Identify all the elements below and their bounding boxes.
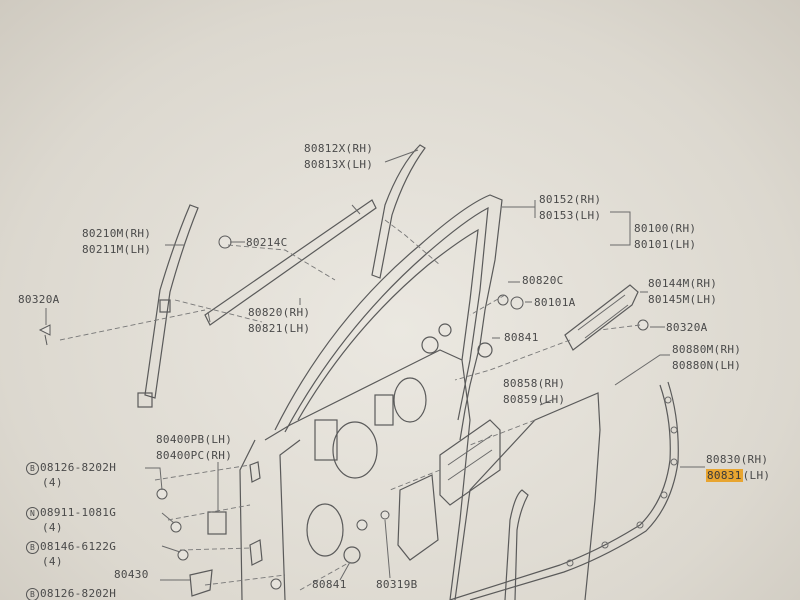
check-link-80430	[189, 569, 213, 597]
plug-80841	[343, 546, 361, 564]
label-80830: 80830(RH)	[706, 453, 769, 466]
label-80831-suffix: (LH)	[742, 469, 771, 482]
clip-80820c	[497, 294, 509, 306]
cover-80144m	[564, 284, 639, 351]
label-80430: 80430	[114, 568, 149, 581]
label-80400pc: 80400PC(RH)	[156, 449, 233, 462]
label-80400pb: 80400PB(LH)	[156, 433, 233, 446]
label-80320a-left: 80320A	[18, 293, 60, 306]
bolt-b1-part: 08126-8202H	[40, 461, 117, 474]
label-80144m: 80144M(RH)	[648, 277, 718, 290]
sash-clip	[159, 299, 171, 313]
label-80880n: 80880N(LH)	[672, 359, 742, 372]
label-bolt-b1-qty: (4)	[42, 476, 63, 489]
hinge-upper	[249, 461, 261, 483]
door-inner-panel	[264, 349, 471, 600]
grommet-80319b	[356, 519, 368, 531]
bolt-b1	[156, 488, 168, 500]
weatherstrip-80830	[449, 381, 679, 600]
clip-80214c	[218, 235, 232, 249]
panel-hole-2	[306, 503, 344, 557]
label-80145m: 80145M(LH)	[648, 293, 718, 306]
label-80153: 80153(LH)	[539, 209, 602, 222]
panel-hole-4	[421, 336, 439, 354]
moulding-80820	[204, 199, 377, 326]
label-80880m: 80880M(RH)	[672, 343, 742, 356]
nut-n1	[170, 521, 182, 533]
label-80100: 80100(RH)	[634, 222, 697, 235]
label-80101: 80101(LH)	[634, 238, 697, 251]
label-80858: 80858(RH)	[503, 377, 566, 390]
panel-hole-3	[393, 377, 427, 423]
panel-cutout-1	[314, 419, 338, 461]
window-frame	[297, 228, 479, 421]
bolt-symbol-b2: B	[26, 541, 39, 554]
handle-80858	[439, 419, 501, 506]
bolt-b3-part: 08126-8202H	[40, 587, 117, 600]
lock-unit	[397, 474, 439, 561]
hinge-lower	[249, 539, 263, 566]
label-80210m: 80210M(RH)	[82, 227, 152, 240]
door-frame-outline	[239, 194, 503, 600]
panel-cutout-2	[374, 394, 394, 426]
sash-lower	[504, 489, 529, 600]
label-80841-bottom: 80841	[312, 578, 347, 591]
label-80152: 80152(RH)	[539, 193, 602, 206]
label-80211m: 80211M(LH)	[82, 243, 152, 256]
label-80821: 80821(LH)	[248, 322, 311, 335]
dashed-guide-lines	[59, 219, 641, 591]
label-80859: 80859(LH)	[503, 393, 566, 406]
label-bolt-b2-qty: (4)	[42, 555, 63, 568]
bolt-b3	[270, 578, 282, 590]
clip-80101a	[510, 296, 524, 310]
nut-symbol-n1: N	[26, 507, 39, 520]
label-80820c: 80820C	[522, 274, 564, 287]
label-80841-top: 80841	[504, 331, 539, 344]
label-80319b: 80319B	[376, 578, 418, 591]
bolt-b2-part: 08146-6122G	[40, 540, 117, 553]
label-80813x: 80813X(LH)	[304, 158, 374, 171]
nut-n1-part: 08911-1081G	[40, 506, 117, 519]
label-80214c: 80214C	[246, 236, 288, 249]
panel-hole-5	[438, 323, 452, 337]
panel-hole-1	[332, 421, 378, 479]
label-80101a: 80101A	[534, 296, 576, 309]
bolt-symbol-b3: B	[26, 588, 39, 600]
sash-bracket	[137, 392, 153, 408]
label-80320a-right: 80320A	[666, 321, 708, 334]
hinge-80400	[207, 511, 227, 535]
label-80831-highlight: 80831	[706, 469, 743, 482]
label-80831: 80831(LH)	[706, 469, 770, 482]
bolt-symbol-b1: B	[26, 462, 39, 475]
label-80820: 80820(RH)	[248, 306, 311, 319]
sealing-screen-80880m	[454, 392, 601, 600]
plug-80841-top	[477, 342, 493, 358]
glass-run-80812x	[371, 144, 426, 279]
clip-small	[380, 510, 390, 520]
label-nut-n1-qty: (4)	[42, 521, 63, 534]
bolt-80320a-left	[38, 324, 51, 346]
label-80812x: 80812X(RH)	[304, 142, 374, 155]
sash-80210m	[144, 204, 199, 399]
leader-lines	[45, 149, 705, 581]
